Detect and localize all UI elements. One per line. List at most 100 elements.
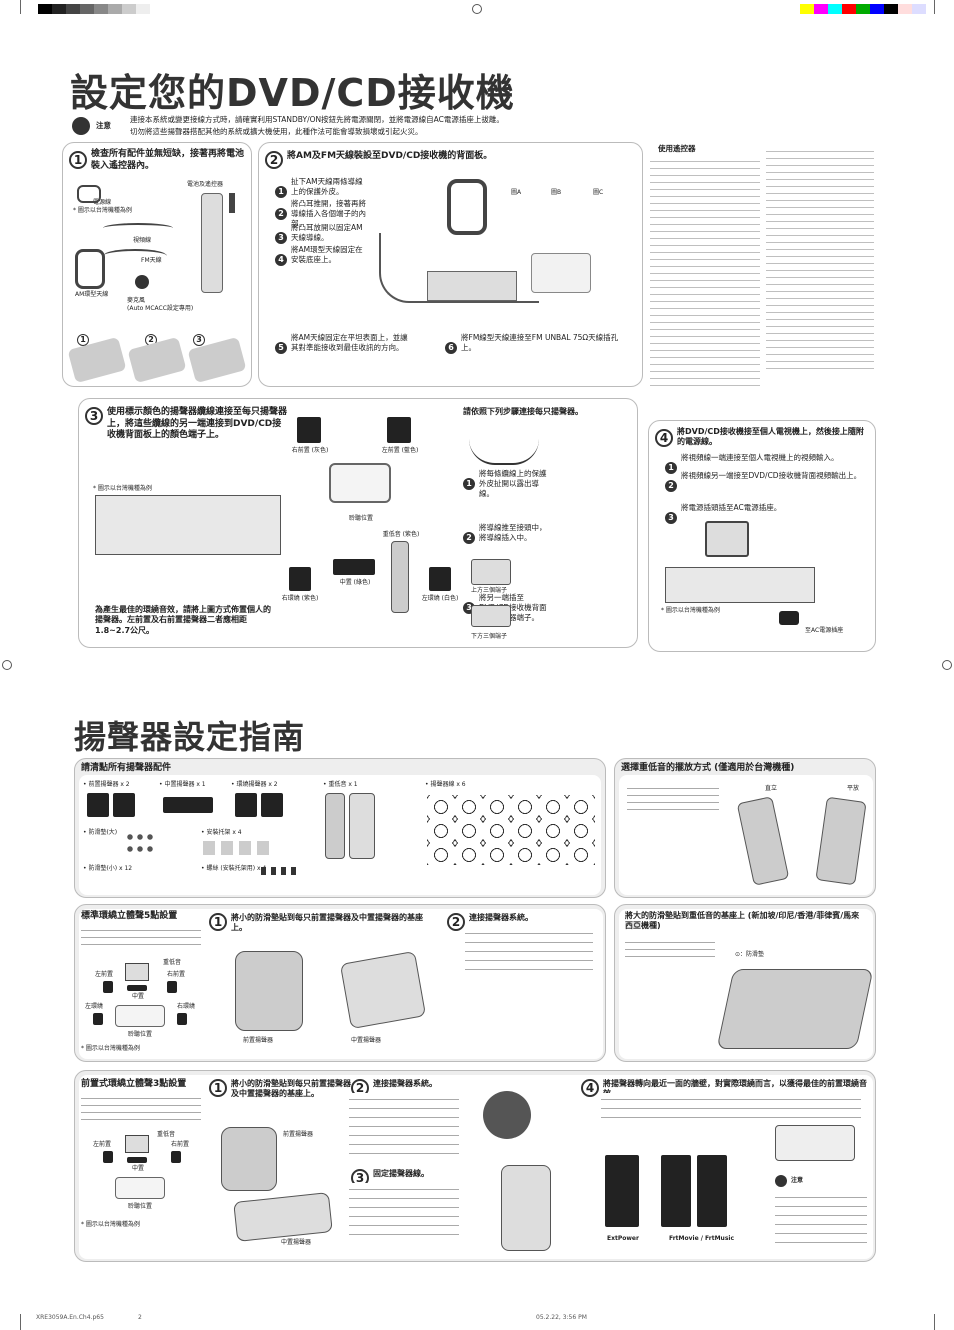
acc-speaker-cables: • 揚聲器線 x 6	[425, 781, 466, 788]
battery-icon	[229, 193, 235, 213]
sofa-icon	[329, 463, 391, 503]
color-bar-right	[800, 4, 926, 14]
caution-icon	[775, 1175, 787, 1187]
item-battery: 電池及遙控器	[187, 181, 224, 188]
substep-3: 3	[665, 512, 677, 525]
remote-battery-illustration-2	[127, 336, 187, 384]
step1-title: 檢查所有配件並無短缺，接著再將電池裝入遙控器內。	[91, 149, 245, 171]
front-center-label: 中置	[131, 1165, 144, 1172]
subwoofer-label: 重低音 (紫色)	[382, 531, 420, 538]
step-number: 2	[447, 913, 465, 931]
registration-mark-icon	[942, 660, 952, 670]
step2-title: 將AM及FM天線裝設至DVD/CD接收機的背面板。	[287, 151, 493, 161]
front2-title: 連接揚聲器系統。	[373, 1079, 437, 1088]
front-right-label: 右前置 (灰色)	[291, 447, 329, 454]
accessories-title: 請清點所有揚聲器配件	[81, 763, 172, 773]
front-right-label: 右前置	[170, 1141, 189, 1148]
power-cord-icon	[77, 185, 101, 203]
std-surround-right	[177, 1013, 187, 1025]
substep-2: 2	[665, 480, 677, 493]
step1-panel: 1 檢查所有配件並無短缺，接著再將電池裝入遙控器內。 電池及遙控器 電源線 * …	[62, 142, 252, 387]
sub-pads-title: 將大的防滑墊貼到重低音的基座上 (新加坡/印尼/香港/菲律賓/馬來西亞機種)	[625, 911, 860, 931]
remote-icon	[201, 193, 223, 293]
center-speaker	[333, 559, 375, 575]
step-number: 4	[581, 1079, 599, 1097]
sub-pads-panel: 將大的防滑墊貼到重低音的基座上 (新加坡/印尼/香港/菲律賓/馬來西亞機種) ⊙…	[614, 904, 876, 1062]
substep-1: 1	[665, 462, 677, 475]
substep-5: 5	[275, 342, 287, 355]
front1-title: 將小的防滑墊貼到每只前置揚聲器及中置揚聲器的基座上。	[231, 1079, 351, 1099]
std-surround-left	[93, 1013, 103, 1025]
substep-1: 1	[463, 478, 475, 491]
bracket-icon	[203, 841, 273, 855]
frtmovie-speaker-illustration-2	[697, 1155, 727, 1227]
substep-2: 2	[275, 208, 287, 221]
step3-title: 使用標示顏色的揚聲器纜線連接至每只揚聲器上，將這些纜線的另一端連接到DVD/CD…	[107, 407, 288, 441]
cable-routing-illustration	[501, 1165, 551, 1251]
front-left-label: 左前置 (藍色)	[381, 447, 419, 454]
fm-antenna-icon	[103, 249, 167, 263]
front3-title: 固定揚聲器線。	[373, 1169, 429, 1178]
step4-substep-1: 將視頻線一端連接至個人電視機上的視頻輸入。	[681, 453, 839, 462]
std-center	[127, 985, 147, 991]
am-loop-antenna-diagram	[447, 179, 487, 235]
center-speaker-pads-illustration	[339, 950, 427, 1030]
substep-1: 1	[275, 186, 287, 199]
std-model-note: * 圖示以台灣機種為例	[81, 1045, 140, 1052]
item-microphone: 麥克風	[127, 297, 146, 304]
std-front-left-label: 左前置	[94, 971, 113, 978]
cable-coils-icon	[427, 795, 595, 865]
front-model-note: * 圖示以台灣機種為例	[81, 1221, 140, 1228]
color-bar-left	[38, 4, 150, 14]
std1-title: 將小的防滑墊貼到每只前置揚聲器及中置揚聲器的基座上。	[231, 913, 423, 933]
step3b-title: 請依照下列步驟連接每只揚聲器。	[463, 407, 583, 416]
step3b-substep-1: 將每條纜線上的保護外皮扯開以露出導線。	[479, 469, 547, 499]
step2-substep-6: 將FM線型天線連接至FM UNBAL 75Ω天線插孔上。	[461, 333, 619, 353]
item-power-cord: 電源線	[93, 199, 112, 206]
step2-substep-4: 將AM環型天線固定在安裝底座上。	[291, 245, 363, 265]
step2-panel: 2 將AM及FM天線裝設至DVD/CD接收機的背面板。 1 扯下AM天線兩條導線…	[258, 142, 643, 387]
step4-panel: 4 將DVD/CD接收機接至個人電視機上，然後接上隨附的電源線。 1 將視頻線一…	[648, 420, 876, 652]
note-label: 注意	[96, 121, 111, 130]
step3-panel: 3 使用標示顏色的揚聲器纜線連接至每只揚聲器上，將這些纜線的另一端連接到DVD/…	[78, 398, 638, 648]
receiver-back-panel	[95, 495, 281, 555]
std-front-right-label: 右前置	[166, 971, 185, 978]
std-surround-right-label: 右環繞	[176, 1003, 195, 1010]
page-title: 設定您的DVD/CD接收機	[70, 71, 515, 115]
crop-mark	[934, 1314, 935, 1330]
ac-outlet-label: 至AC電源插座	[805, 627, 844, 634]
front4-note-label: 注意	[791, 1177, 804, 1184]
front4-desc	[601, 1093, 861, 1121]
footer-filename: XRE3059A.En.Ch4.p65	[36, 1314, 104, 1321]
tilt-text	[627, 783, 719, 811]
remote-closeup-icon	[775, 1125, 855, 1161]
front-center-spk	[127, 1157, 147, 1163]
substep-6: 6	[445, 342, 457, 355]
tilt-panel: 選擇重低音的擺放方式 (僅適用於台灣機種) 直立 平放	[614, 758, 876, 898]
rear-terminal-diagram	[427, 271, 517, 301]
subwoofer	[391, 541, 409, 613]
subwoofer-icon	[325, 793, 345, 859]
std-sofa	[115, 1005, 165, 1027]
step4-model-note: * 圖示以台灣機種為例	[661, 607, 720, 614]
pad-legend: ⊙：防滑墊	[735, 951, 765, 958]
extpower-speaker-illustration	[605, 1155, 639, 1227]
fig-c-label: 圖C	[593, 189, 604, 196]
front-title: 前置式環繞立體聲3點設置	[81, 1079, 187, 1089]
acc-pads-small: • 防滑墊(小) x 12	[83, 865, 133, 872]
plug-icon	[779, 611, 799, 625]
item-am-antenna: AM環型天線	[75, 291, 109, 298]
frtmovie-speaker-illustration-1	[661, 1155, 691, 1227]
front-desc	[81, 1093, 201, 1123]
flat-label: 平放	[847, 785, 860, 792]
terminal-illustration-top	[471, 559, 511, 585]
item-note: * 圖示以台灣機種為例	[73, 207, 132, 214]
acc-subwoofer: • 重低音 x 1	[323, 781, 358, 788]
caution-hand-icon	[72, 117, 90, 135]
front-speaker-pads-illustration	[221, 1127, 277, 1191]
registration-mark-icon	[472, 4, 482, 14]
front-left-spk	[103, 1151, 113, 1163]
registration-mark-icon	[2, 660, 12, 670]
front-speaker-pads-illustration	[235, 951, 303, 1031]
fig-a-label: 圖A	[511, 189, 522, 196]
